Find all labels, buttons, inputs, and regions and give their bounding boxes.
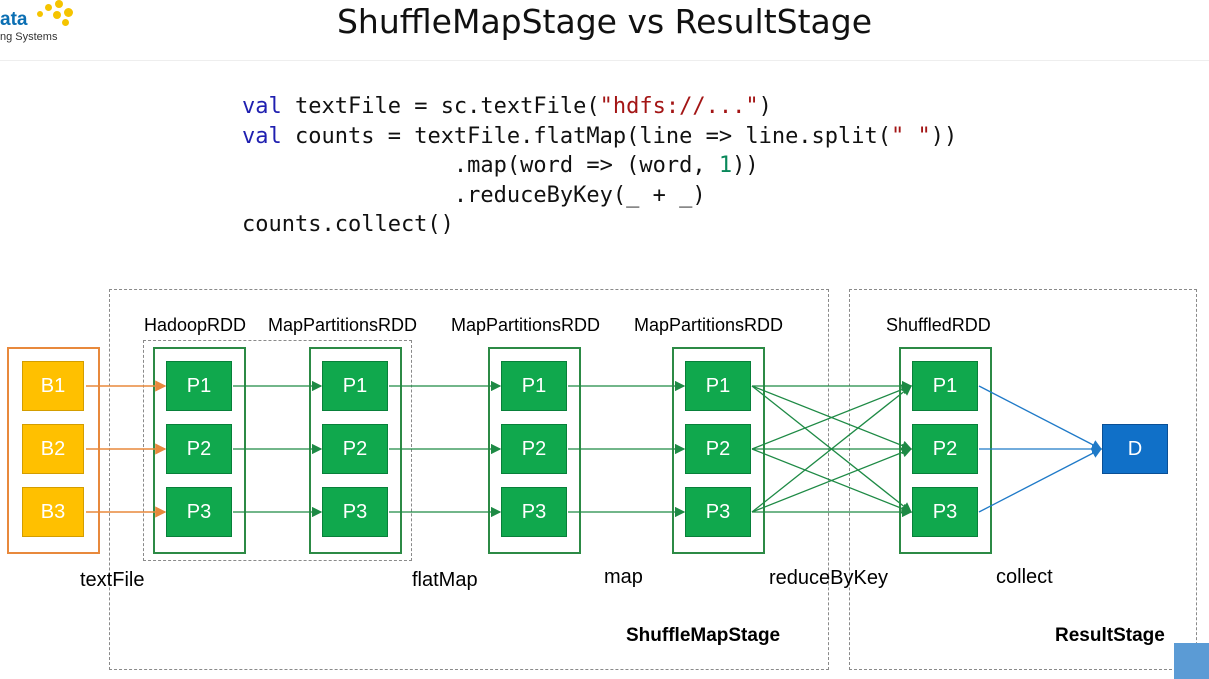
logo-dot-icon — [55, 0, 63, 8]
mappartitions-2-partition-p1: P1 — [501, 361, 567, 411]
code-keyword: val — [242, 94, 282, 119]
logo-subtext: ng Systems — [0, 31, 58, 43]
result-node-d: D — [1102, 424, 1168, 474]
hadoop-rdd-label: HadoopRDD — [144, 315, 247, 335]
mappartitions-rdd-3-frame — [672, 347, 765, 554]
shuffled-rdd-label: ShuffledRDD — [886, 315, 991, 335]
code-text: )) — [732, 153, 759, 178]
mappartitions-3-partition-p2: P2 — [685, 424, 751, 474]
input-blocks-frame — [7, 347, 100, 554]
shuffle-map-stage-label: ShuffleMapStage — [626, 625, 781, 646]
op-label-collect: collect — [996, 566, 1053, 588]
code-text: ) — [758, 94, 772, 119]
mappartitions-1-partition-p3: P3 — [322, 487, 388, 537]
logo-dot-icon — [37, 11, 43, 17]
shuffle-dependency-arrow — [751, 385, 913, 513]
code-line-4: .reduceByKey(_ + _) — [242, 182, 706, 208]
title-divider — [0, 60, 1209, 61]
mappartitions-3-partition-p1: P1 — [685, 361, 751, 411]
mappartitions-2-partition-p2: P2 — [501, 424, 567, 474]
logo-dot-icon — [53, 11, 61, 19]
mappartitions-3-partition-p3: P3 — [685, 487, 751, 537]
mappartitions-rdd-1-label: MapPartitionsRDD — [268, 315, 418, 335]
input-block-b3: B3 — [22, 487, 84, 537]
code-text: .map(word => (word, — [242, 153, 719, 178]
result-stage-region — [849, 289, 1197, 670]
code-line-5: counts.collect() — [242, 212, 454, 237]
code-line-1: val textFile = sc.textFile("hdfs://...") — [242, 94, 772, 119]
input-block-b1: B1 — [22, 361, 84, 411]
logo-dot-icon — [64, 8, 73, 17]
mappartitions-rdd-2-frame — [488, 347, 581, 554]
mappartitions-rdd-3-label: MapPartitionsRDD — [634, 315, 784, 335]
logo-dot-icon — [45, 4, 52, 11]
op-label-flatmap: flatMap — [412, 569, 478, 591]
op-label-textfile: textFile — [80, 569, 145, 591]
hadoop-partition-p3: P3 — [166, 487, 232, 537]
collect-arrow — [978, 385, 1103, 450]
code-line-3: .map(word => (word, 1)) — [242, 153, 759, 178]
slide-corner-marker — [1174, 643, 1209, 679]
collect-arrow — [978, 448, 1103, 513]
shuffle-dependency-arrow — [751, 384, 913, 450]
shuffled-partition-p2: P2 — [912, 424, 978, 474]
code-number: 1 — [718, 153, 733, 178]
hadoop-partition-p2: P2 — [166, 424, 232, 474]
hadoop-rdd-frame — [153, 347, 246, 554]
mappartitions-1-partition-p2: P2 — [322, 424, 388, 474]
page-title: ShuffleMapStage vs ResultStage — [336, 2, 872, 41]
shuffled-rdd-frame — [899, 347, 992, 554]
code-text: counts = textFile.flatMap(line => line.s… — [281, 123, 892, 149]
logo-text: ata — [0, 9, 28, 30]
code-string: " " — [891, 123, 931, 149]
mappartitions-2-partition-p3: P3 — [501, 487, 567, 537]
code-text: )) — [930, 123, 958, 149]
code-keyword: val — [242, 123, 282, 149]
hadoop-partition-p1: P1 — [166, 361, 232, 411]
shuffle-dependency-arrow — [751, 447, 913, 513]
result-stage-label: ResultStage — [1055, 625, 1165, 646]
shuffled-partition-p1: P1 — [912, 361, 978, 411]
code-line-2: val counts = textFile.flatMap(line => li… — [242, 124, 957, 149]
mappartitions-rdd-1-frame — [309, 347, 402, 554]
mappartitions-rdd-2-label: MapPartitionsRDD — [451, 315, 601, 335]
logo-dot-icon — [62, 19, 69, 26]
code-text: textFile = sc.textFile( — [281, 94, 600, 119]
code-string: "hdfs://..." — [599, 94, 759, 119]
code-snippet: val textFile = sc.textFile("hdfs://...")… — [242, 92, 957, 240]
input-block-b2: B2 — [22, 424, 84, 474]
op-label-map: map — [604, 566, 643, 588]
shuffled-partition-p3: P3 — [912, 487, 978, 537]
pipeline-group-region — [143, 340, 412, 561]
op-label-reducebykey: reduceByKey — [769, 567, 888, 589]
mappartitions-1-partition-p1: P1 — [322, 361, 388, 411]
